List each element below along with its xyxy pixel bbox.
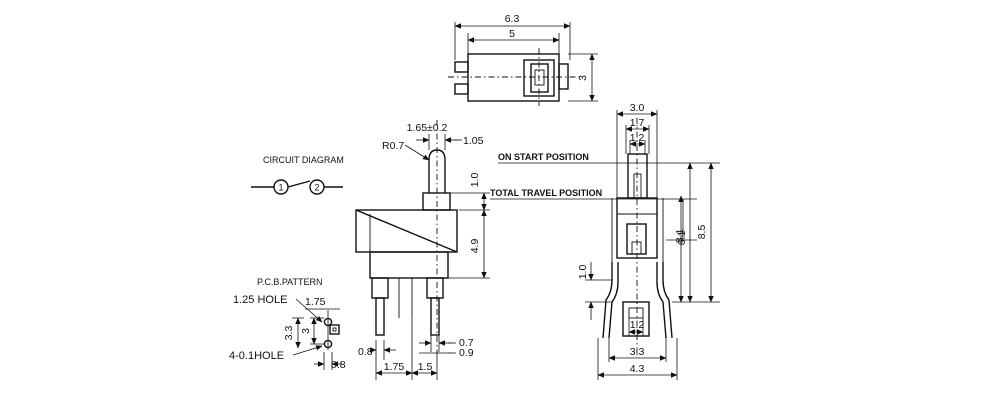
pcb-dim-3-3: 3.3	[283, 326, 295, 341]
side-stem	[627, 153, 648, 199]
side-dim-total: 8.5	[696, 225, 708, 240]
front-housing-diagonal	[355, 209, 458, 253]
top-actuator-outline	[523, 59, 555, 97]
front-pin-left-head	[371, 277, 389, 299]
top-left-tab	[454, 61, 469, 73]
top-body	[467, 53, 560, 102]
front-dim-actuator: 1.65±0.2	[407, 122, 448, 134]
pcb-pattern: P.C.B.PATTERN 1.25 HOLE 1.75 3 3.3 4-0.1…	[229, 277, 346, 371]
side-dim-stem: 1.2	[630, 132, 645, 144]
svg-text:1: 1	[278, 183, 283, 193]
top-left-tab-lower	[454, 83, 469, 95]
side-dim-width: 3.0	[630, 102, 645, 114]
pcb-dim-175: 1.75	[305, 296, 326, 308]
side-dim-span: 4.3	[630, 363, 645, 375]
circuit-switch-blade	[287, 180, 311, 188]
total-travel-position-label: TOTAL TRAVEL POSITION	[490, 188, 602, 198]
side-dim-slot: 1.2	[630, 319, 645, 331]
pcb-hole-bottom	[323, 339, 333, 349]
front-dim-left-pin: 0.8	[358, 346, 373, 358]
front-actuator-collar	[422, 192, 451, 211]
pcb-dim-08: 0.8	[331, 359, 346, 371]
pcb-hole-label: 1.25 HOLE	[233, 294, 287, 306]
circuit-diagram: CIRCUIT DIAGRAM 1 2	[251, 155, 344, 195]
side-dim-inner: 1.7	[630, 117, 645, 129]
top-right-tab	[558, 63, 569, 90]
front-dim-radius: R0.7	[382, 140, 404, 152]
pcb-hole-top	[323, 317, 333, 327]
top-actuator	[530, 63, 549, 93]
top-dim-overall: 6.3	[505, 13, 520, 25]
side-foot	[622, 301, 650, 337]
front-housing-lower	[369, 251, 449, 279]
front-dim-tip: 1.05	[463, 135, 484, 147]
pcb-title: P.C.B.PATTERN	[257, 277, 323, 287]
front-view: R0.7 1.65±0.2 1.05 1.0 4.9 0.7 0.9 0.8	[355, 120, 490, 380]
pcb-small-hole-label: 4-0.1HOLE	[229, 350, 284, 362]
side-dim-leg: 1.0	[577, 265, 589, 280]
side-window	[626, 223, 647, 255]
side-dim-mid: 8.1	[674, 229, 686, 244]
front-dim-body-height: 4.9	[469, 239, 481, 254]
front-pin-right	[430, 297, 440, 336]
front-pin-left	[375, 297, 385, 336]
top-dim-height: 3	[577, 75, 589, 81]
front-dim-pin-thickness: 0.9	[459, 347, 474, 359]
top-actuator-core	[534, 69, 545, 86]
pcb-pad	[329, 324, 340, 335]
on-start-position-label: ON START POSITION	[498, 152, 589, 162]
side-window-inner	[631, 241, 642, 255]
circuit-title: CIRCUIT DIAGRAM	[263, 155, 344, 165]
side-leg-right	[662, 262, 673, 339]
front-dim-pitch-b: 1.5	[418, 361, 433, 373]
side-foot-slot	[628, 307, 644, 319]
svg-text:2: 2	[314, 183, 319, 193]
front-pin-right-head	[426, 277, 444, 299]
front-dim-pitch-a: 1.75	[384, 361, 405, 373]
side-stem-slot	[633, 173, 642, 199]
front-dim-pin-width: 0.7	[459, 337, 474, 349]
pcb-pad-core	[332, 327, 337, 332]
top-view: 6.3 5 3	[448, 13, 598, 106]
side-dim-foot: 3.3	[630, 346, 645, 358]
pcb-dim-3: 3	[300, 328, 312, 334]
top-dim-body: 5	[509, 28, 515, 40]
front-dim-actuator-height: 1.0	[469, 173, 481, 188]
side-view: ON START POSITION TOTAL TRAVEL POSITION …	[490, 102, 720, 380]
